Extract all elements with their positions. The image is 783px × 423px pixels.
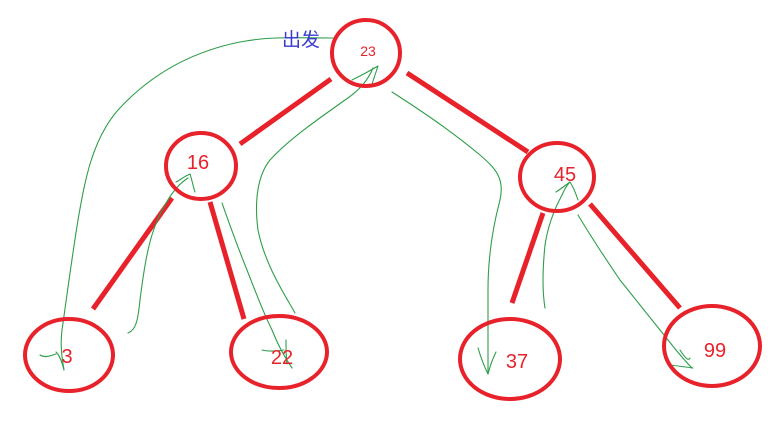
edge-23-45 (405, 70, 530, 155)
trace-start-to-3 (60, 37, 334, 371)
trace-arrow-3 (39, 351, 65, 371)
trace-3-to-16 (127, 177, 189, 334)
tree-node-labels: 23 16 45 3 22 37 99 (61, 43, 726, 373)
node-label-37: 37 (506, 351, 528, 373)
node-label-99: 99 (704, 340, 726, 362)
trace-37-to-45 (542, 181, 571, 309)
node-16 (164, 131, 238, 201)
tree-edges (90, 70, 682, 320)
trace-22-to-23 (255, 67, 374, 314)
node-99 (662, 304, 762, 388)
edge-23-16 (238, 76, 333, 147)
node-3 (23, 317, 115, 393)
edge-45-37 (509, 212, 546, 304)
trace-arrow-37 (477, 347, 497, 375)
trace-arrow-16 (175, 173, 196, 193)
edge-16-22 (207, 201, 247, 320)
node-23 (330, 18, 402, 88)
node-label-23: 23 (360, 43, 376, 59)
edge-45-99 (588, 202, 682, 310)
trace-arrow-23 (351, 65, 379, 85)
trace-arrow-45 (555, 181, 579, 201)
node-37 (458, 317, 562, 401)
start-label: 出发 (282, 29, 320, 51)
tree-nodes (23, 18, 762, 401)
trace-arrow-22 (261, 339, 288, 365)
trace-45-to-99 (577, 214, 693, 369)
node-label-3: 3 (61, 346, 72, 368)
traversal-trace (39, 37, 694, 375)
node-label-22: 22 (271, 347, 293, 369)
trace-16-to-22 (221, 202, 293, 369)
node-label-45: 45 (554, 164, 576, 186)
node-22 (229, 314, 329, 390)
node-45 (518, 141, 596, 213)
node-label-16: 16 (187, 152, 209, 174)
trace-23-to-37 (391, 91, 502, 373)
